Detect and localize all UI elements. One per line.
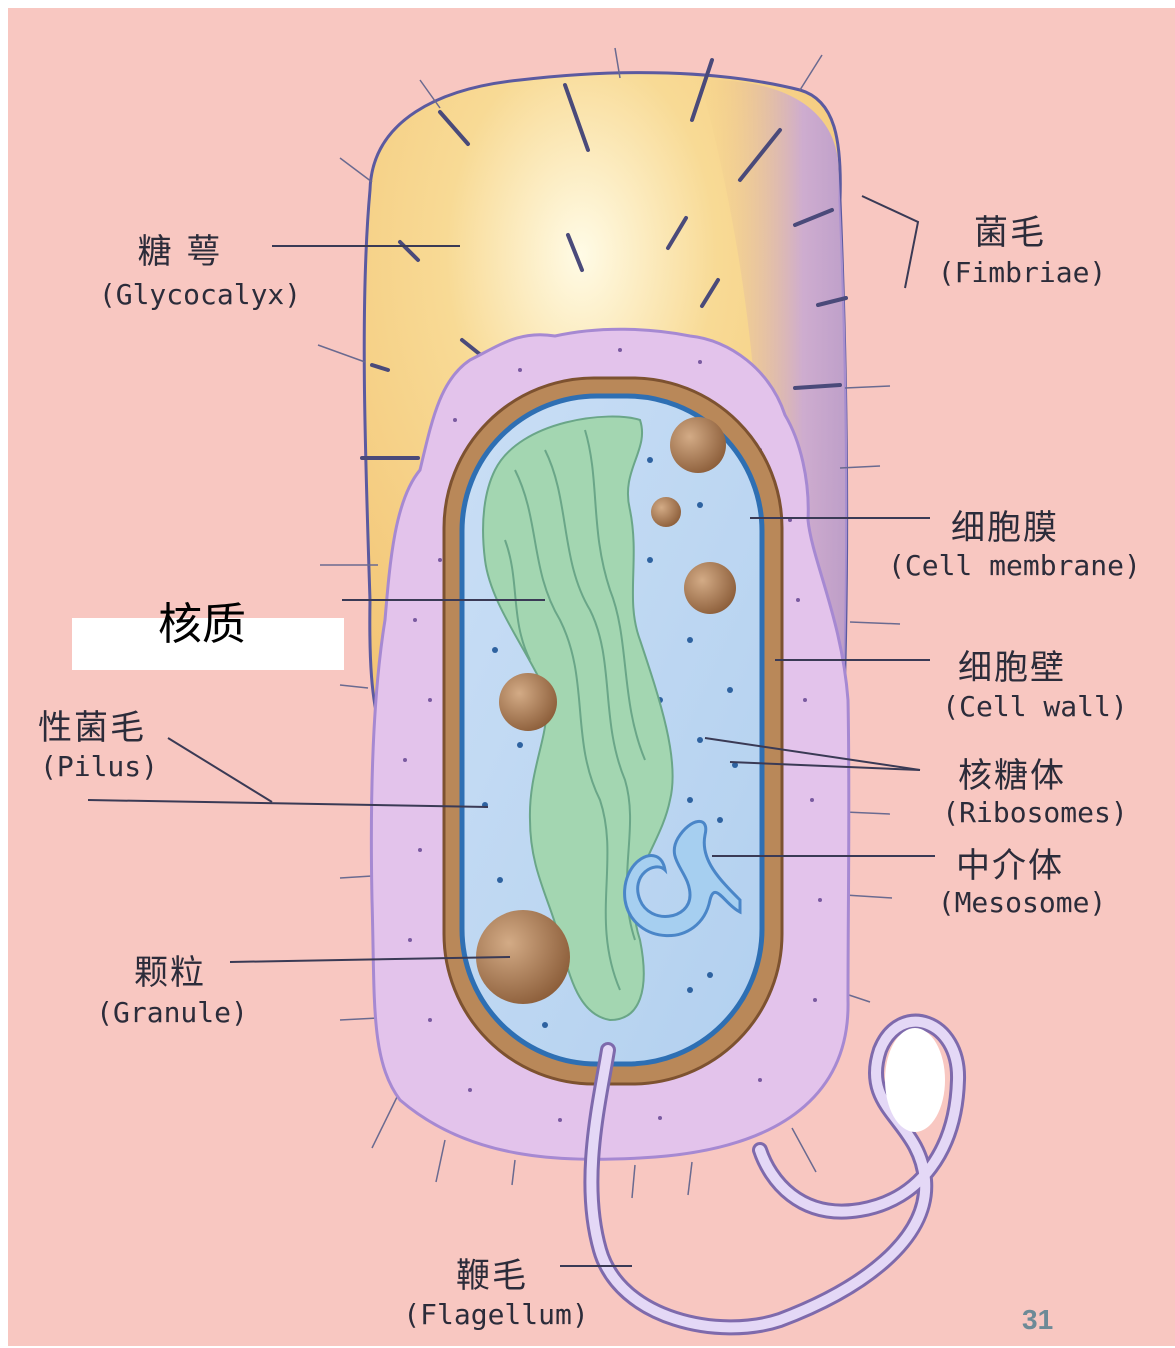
granule-label-en: (Granule) (96, 996, 248, 1029)
ribosomes-label-en: (Ribosomes) (942, 796, 1127, 829)
pilus-label-zh: 性菌毛 (38, 700, 146, 749)
glycocalyx-label-zh: 糖 萼 (138, 224, 223, 273)
flagellum-label-en: (Flagellum) (403, 1298, 588, 1331)
cell-membrane-label-en: (Cell membrane) (888, 549, 1141, 582)
fimbriae-label-zh: 菌毛 (974, 205, 1046, 254)
flagellum-label-zh: 鞭毛 (456, 1248, 528, 1297)
cell-wall-label-en: (Cell wall) (942, 690, 1127, 723)
pilus-label-en: (Pilus) (40, 750, 158, 783)
cell-membrane-label-zh: 细胞膜 (951, 500, 1059, 549)
nucleoid-label: 核质 (158, 588, 246, 652)
mesosome-label-en: (Mesosome) (938, 886, 1107, 919)
ribosomes-label-zh: 核糖体 (958, 748, 1066, 797)
glycocalyx-label-en: (Glycocalyx) (99, 278, 301, 311)
cell-wall-label-zh: 细胞壁 (958, 640, 1066, 689)
page-number: 31 (1022, 1304, 1053, 1336)
mesosome-label-zh: 中介体 (956, 838, 1064, 887)
fimbriae-label-en: (Fimbriae) (938, 256, 1107, 289)
flagellum-loop-gap (885, 1028, 945, 1132)
granule-label-zh: 颗粒 (134, 945, 206, 994)
